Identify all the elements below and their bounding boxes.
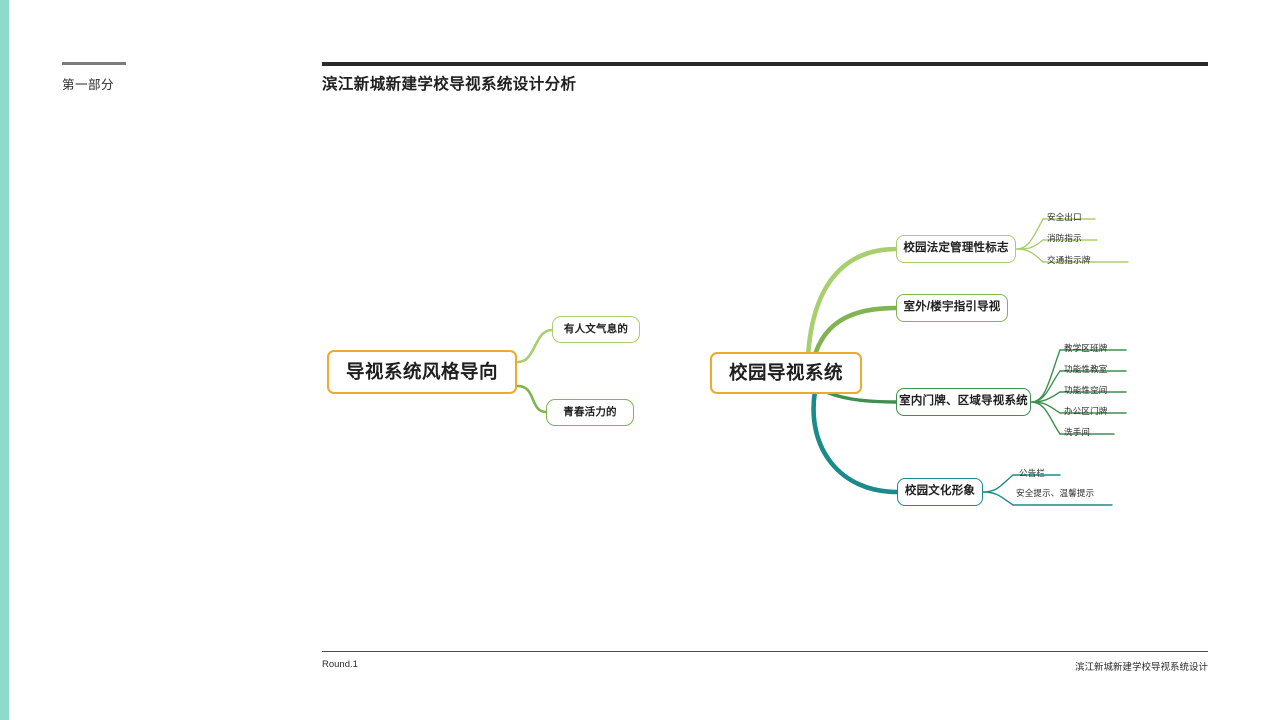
leaf-traffic-sign[interactable]: 交通指示牌: [1047, 255, 1091, 265]
page-title: 滨江新城新建学校导视系统设计分析: [322, 76, 577, 93]
footer-rule: [322, 651, 1208, 653]
connector-legal-fan: [1015, 218, 1044, 263]
leaf-classroom-board[interactable]: 教学区班牌: [1064, 343, 1108, 353]
node-branch-indoor-signage-label: 室内门牌、区域导视系统: [899, 395, 1028, 408]
connector-style-youthful: [516, 384, 548, 414]
node-style-youthful-label: 青春活力的: [563, 406, 617, 419]
node-system-root-label: 校园导视系统: [728, 361, 843, 383]
node-branch-legal-signs-label: 校园法定管理性标志: [903, 242, 1009, 255]
node-branch-outdoor-guidance[interactable]: 室外/楼宇指引导视: [896, 294, 1008, 322]
node-branch-culture-image-label: 校园文化形象: [904, 485, 976, 498]
leaf-office-door-plate[interactable]: 办公区门牌: [1064, 406, 1108, 416]
connector-culture-fan: [982, 474, 1014, 506]
leaf-functional-classroom[interactable]: 功能性教室: [1064, 364, 1108, 374]
node-style-root[interactable]: 导视系统风格导向: [327, 350, 517, 394]
leaf-restroom[interactable]: 洗手间: [1064, 427, 1091, 437]
left-accent-strip: [0, 0, 9, 720]
title-rule: [322, 62, 1208, 66]
leaf-bulletin-board[interactable]: 公告栏: [1019, 468, 1046, 478]
node-style-youthful[interactable]: 青春活力的: [546, 399, 634, 426]
connector-indoor-fan: [1030, 349, 1061, 435]
node-style-humanistic[interactable]: 有人文气息的: [552, 316, 640, 343]
node-branch-legal-signs[interactable]: 校园法定管理性标志: [896, 235, 1016, 263]
connector-root-legal-signs: [805, 246, 900, 360]
page-header: 第一部分 滨江新城新建学校导视系统设计分析: [0, 0, 1280, 110]
leaf-fire-guidance[interactable]: 消防指示: [1047, 233, 1082, 243]
node-branch-outdoor-guidance-label: 室外/楼宇指引导视: [903, 301, 1001, 314]
node-style-humanistic-label: 有人文气息的: [563, 323, 629, 336]
footer-project-label: 滨江新城新建学校导视系统设计: [1074, 662, 1208, 673]
node-style-root-label: 导视系统风格导向: [345, 360, 498, 382]
node-system-root[interactable]: 校园导视系统: [710, 352, 862, 394]
leaf-functional-space[interactable]: 功能性空间: [1064, 385, 1108, 395]
section-rule: [62, 62, 126, 65]
leaf-safety-exit[interactable]: 安全出口: [1047, 212, 1082, 222]
node-branch-indoor-signage[interactable]: 室内门牌、区域导视系统: [896, 388, 1031, 416]
connector-root-culture-image: [811, 388, 900, 495]
connector-style-humanistic: [516, 328, 554, 364]
node-branch-culture-image[interactable]: 校园文化形象: [897, 478, 983, 506]
footer-round-label: Round.1: [322, 659, 358, 670]
leaf-safety-tips[interactable]: 安全提示、温馨提示: [1016, 488, 1095, 498]
section-label: 第一部分: [62, 78, 115, 92]
